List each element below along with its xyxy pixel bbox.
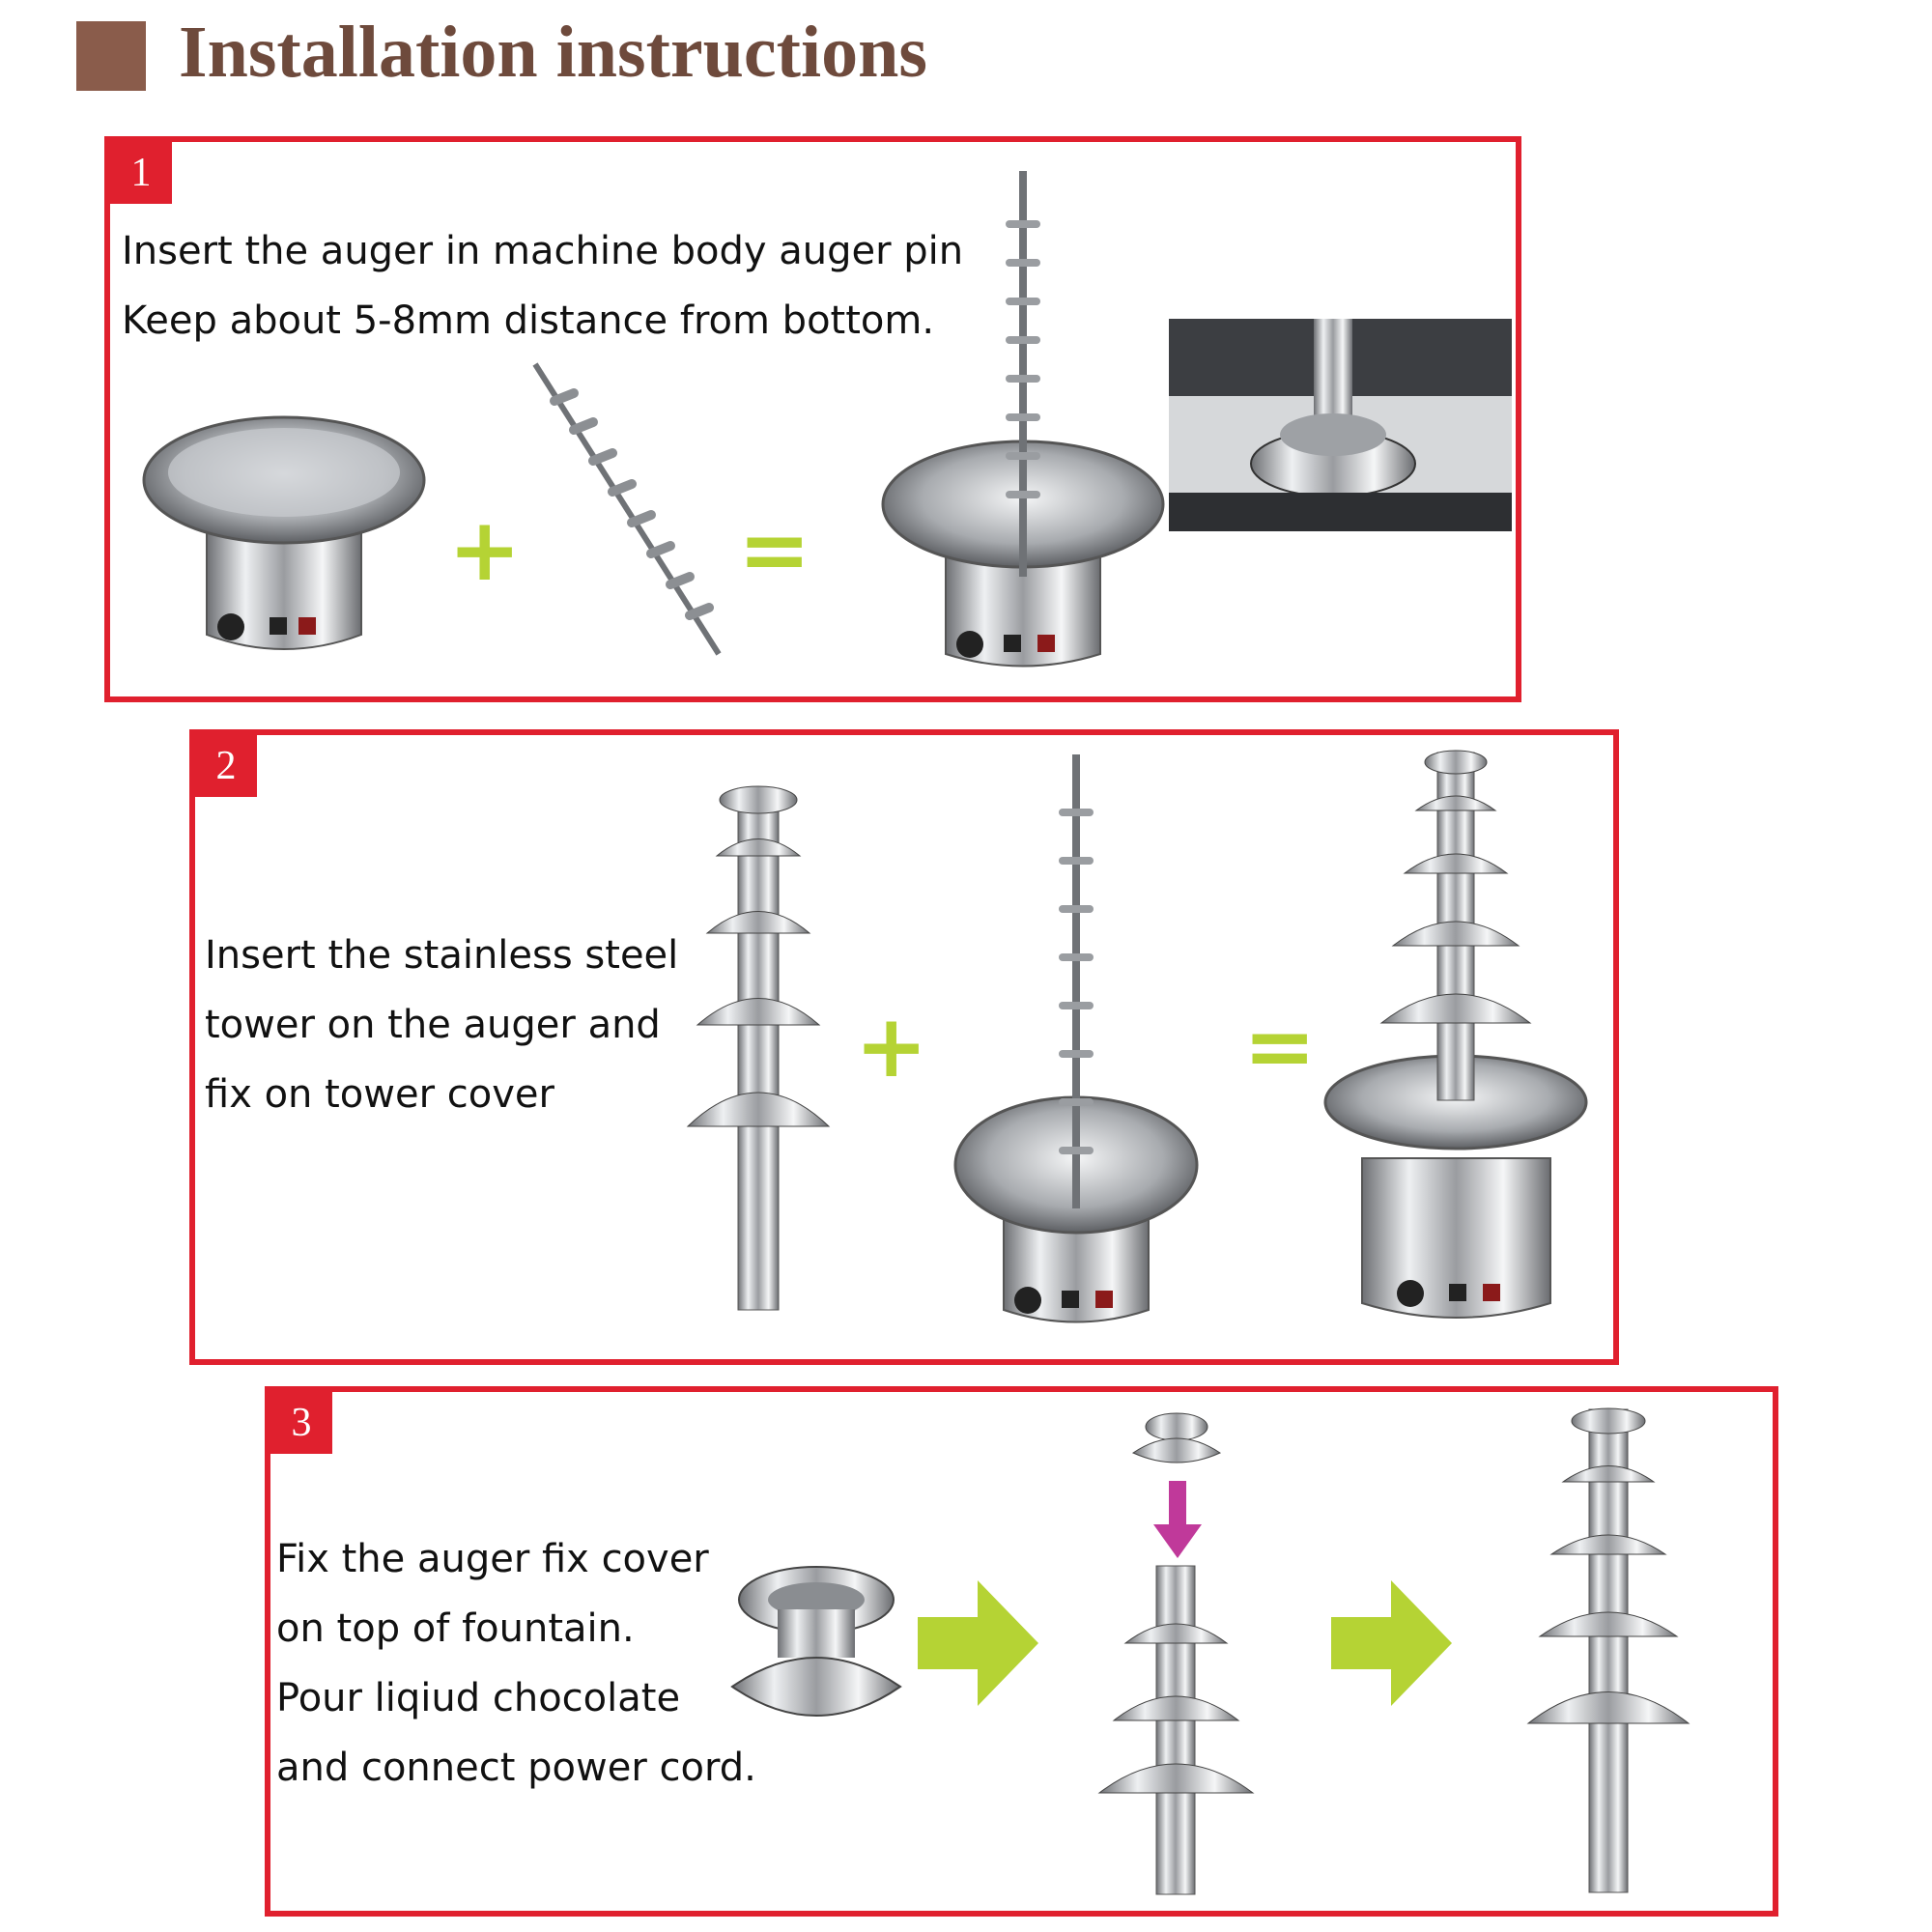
step-2-line: tower on the auger and (205, 1003, 661, 1047)
step-2-line: Insert the stainless steel (205, 933, 679, 978)
auger-detail-photo (1169, 319, 1512, 531)
plus-operator-1: + (448, 499, 522, 601)
step-1-line: Keep about 5-8mm distance from bottom. (122, 298, 935, 343)
step-1-line: Insert the auger in machine body auger p… (122, 229, 964, 273)
step-3-instructions: Fix the auger fix cover on top of founta… (276, 1537, 756, 1815)
equals-operator-2: = (1243, 996, 1317, 1097)
arrow-right-icon (1331, 1580, 1452, 1706)
assembled-base-illustration (881, 171, 1165, 668)
arrow-right-icon (918, 1580, 1038, 1706)
step-3-line: and connect power cord. (276, 1746, 756, 1790)
cover-top-illustration (1131, 1412, 1222, 1463)
step-3-line: Pour liqiud chocolate (276, 1676, 681, 1720)
machine-base-illustration (142, 415, 426, 650)
auger-fix-cover-illustration (730, 1566, 902, 1717)
header-brand-square (76, 21, 146, 91)
step-1-instructions: Insert the auger in machine body auger p… (122, 229, 963, 368)
completed-tower-illustration (1526, 1407, 1690, 1893)
equals-operator-1: = (738, 499, 811, 601)
plus-operator-2: + (855, 996, 928, 1097)
step-1-panel: 1 Insert the auger in machine body auger… (104, 136, 1521, 702)
step-2-panel: 2 Insert the stainless steel tower on th… (189, 729, 1619, 1365)
base-with-auger-illustration (953, 754, 1199, 1323)
step-2-line: fix on tower cover (205, 1072, 554, 1117)
step-3-panel: 3 Fix the auger fix cover on top of foun… (265, 1386, 1778, 1917)
step-2-instructions: Insert the stainless steel tower on the … (205, 933, 678, 1142)
down-arrow-icon (1153, 1481, 1202, 1558)
step-2-number: 2 (195, 735, 257, 797)
tower-illustration (686, 785, 831, 1311)
assembled-fountain-illustration (1323, 750, 1588, 1319)
auger-illustration (532, 362, 722, 656)
step-3-line: Fix the auger fix cover (276, 1537, 709, 1581)
step-3-number: 3 (270, 1392, 332, 1454)
tower-without-cover-illustration (1097, 1565, 1255, 1895)
step-1-number: 1 (110, 142, 172, 204)
step-3-line: on top of fountain. (276, 1606, 635, 1651)
page-title: Installation instructions (179, 12, 927, 93)
